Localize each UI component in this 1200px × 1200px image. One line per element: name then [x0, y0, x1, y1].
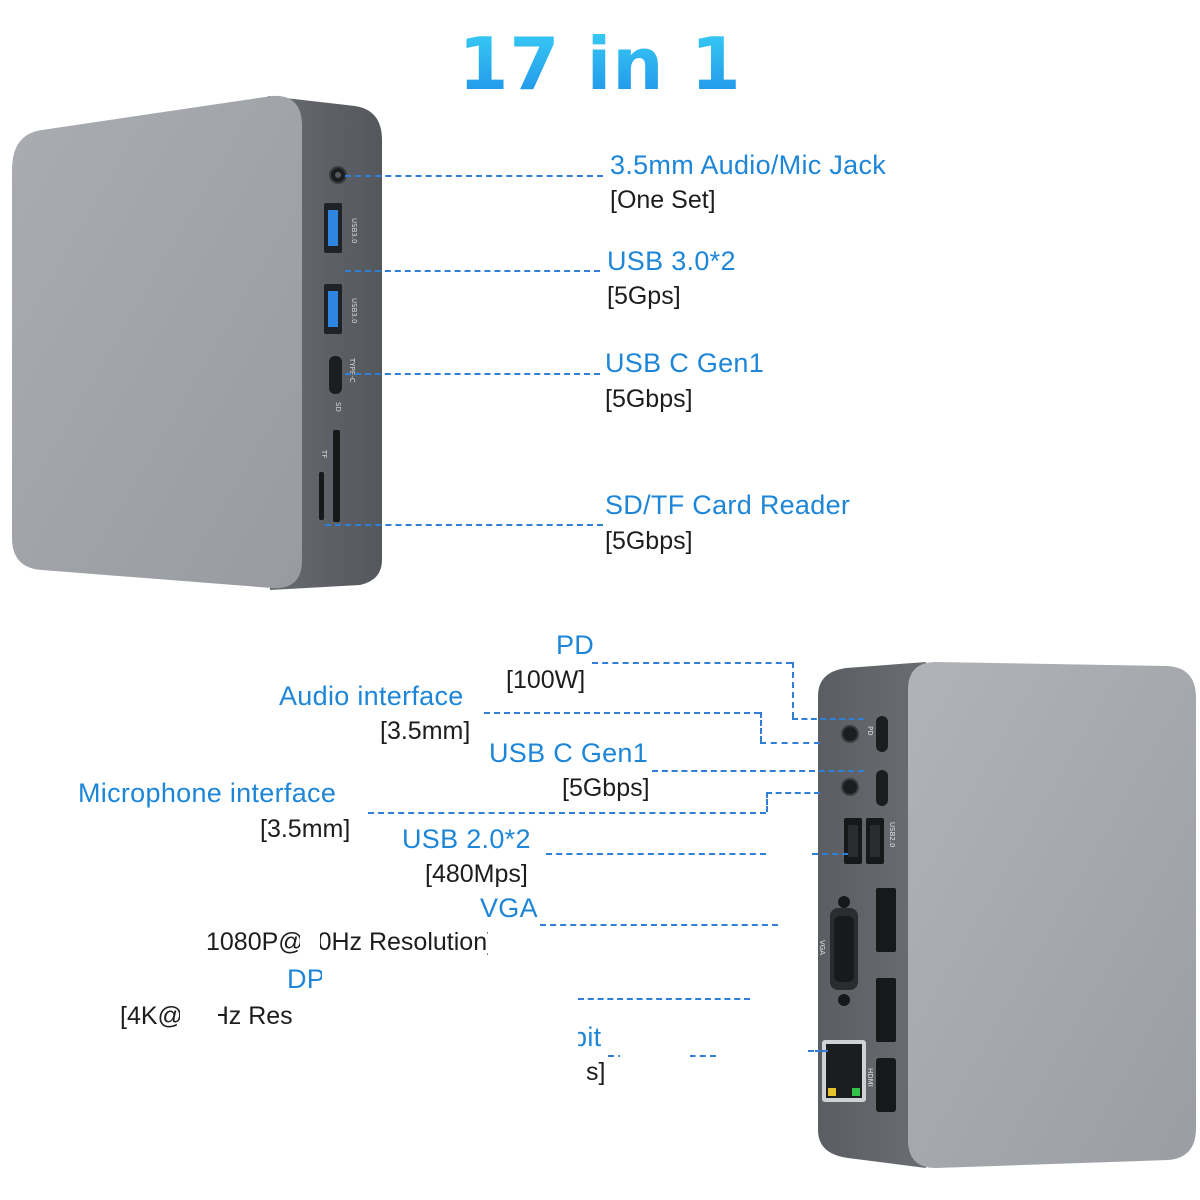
- port-mark-sd: SD: [334, 402, 342, 412]
- label-microphone-interface: Microphone interface: [78, 778, 337, 808]
- spec-pd: [100W]: [506, 666, 586, 694]
- page-title: 17 in 1: [0, 22, 1200, 106]
- port-mark-vga: VGA: [818, 940, 826, 955]
- spec-usb3: [5Gps]: [607, 282, 681, 310]
- label-pd: PD: [556, 630, 595, 660]
- spec-audio-interface: [3.5mm]: [380, 717, 471, 745]
- occlusion-patch: [488, 928, 548, 962]
- spec-usbc-rear: [5Gbps]: [562, 774, 650, 802]
- occlusion-patch: [620, 1042, 690, 1064]
- port-mark-usb3-2: USB3.0: [350, 298, 358, 324]
- spec-usb2: [480Mps]: [425, 860, 528, 888]
- label-usb2: USB 2.0*2: [402, 824, 531, 854]
- occlusion-patch: [180, 1004, 218, 1036]
- label-usbc-rear: USB C Gen1: [489, 738, 649, 768]
- spec-audio-mic-jack: [One Set]: [610, 186, 716, 214]
- label-audio-mic-jack: 3.5mm Audio/Mic Jack: [610, 150, 887, 180]
- spec-microphone-interface: [3.5mm]: [260, 815, 351, 843]
- port-mark-tf: TF: [320, 449, 328, 458]
- spec-usbc-front: [5Gbps]: [605, 385, 693, 413]
- occlusion-patch: [322, 960, 572, 992]
- port-mark-typec: TYPE-C: [348, 357, 356, 383]
- occlusion-patch: [300, 926, 320, 960]
- occlusion-patch: [318, 1000, 578, 1090]
- spec-sd-tf-reader: [5Gbps]: [605, 527, 693, 555]
- label-dp: DP: [287, 964, 326, 994]
- dock-front-view: USB3.0 USB3.0 TYPE-C SD TF: [12, 95, 382, 590]
- label-usbc-front: USB C Gen1: [605, 348, 765, 378]
- label-audio-interface: Audio interface: [279, 681, 464, 711]
- port-mark-usb2: USB2.0: [888, 822, 896, 848]
- port-mark-hdmi: HDMI: [866, 1068, 874, 1087]
- label-usb3: USB 3.0*2: [607, 246, 736, 276]
- spec-vga: 1080P@60Hz Resolution]: [206, 928, 495, 956]
- dock-rear-view: PD USB2.0 VGA HDMI: [818, 662, 1196, 1168]
- port-mark-pd: PD: [866, 726, 874, 736]
- label-vga: VGA: [480, 893, 538, 923]
- label-sd-tf-reader: SD/TF Card Reader: [605, 490, 851, 520]
- occlusion-patch: [140, 945, 202, 1005]
- spec-ethernet: s]: [586, 1058, 606, 1086]
- port-mark-usb3-1: USB3.0: [350, 218, 358, 244]
